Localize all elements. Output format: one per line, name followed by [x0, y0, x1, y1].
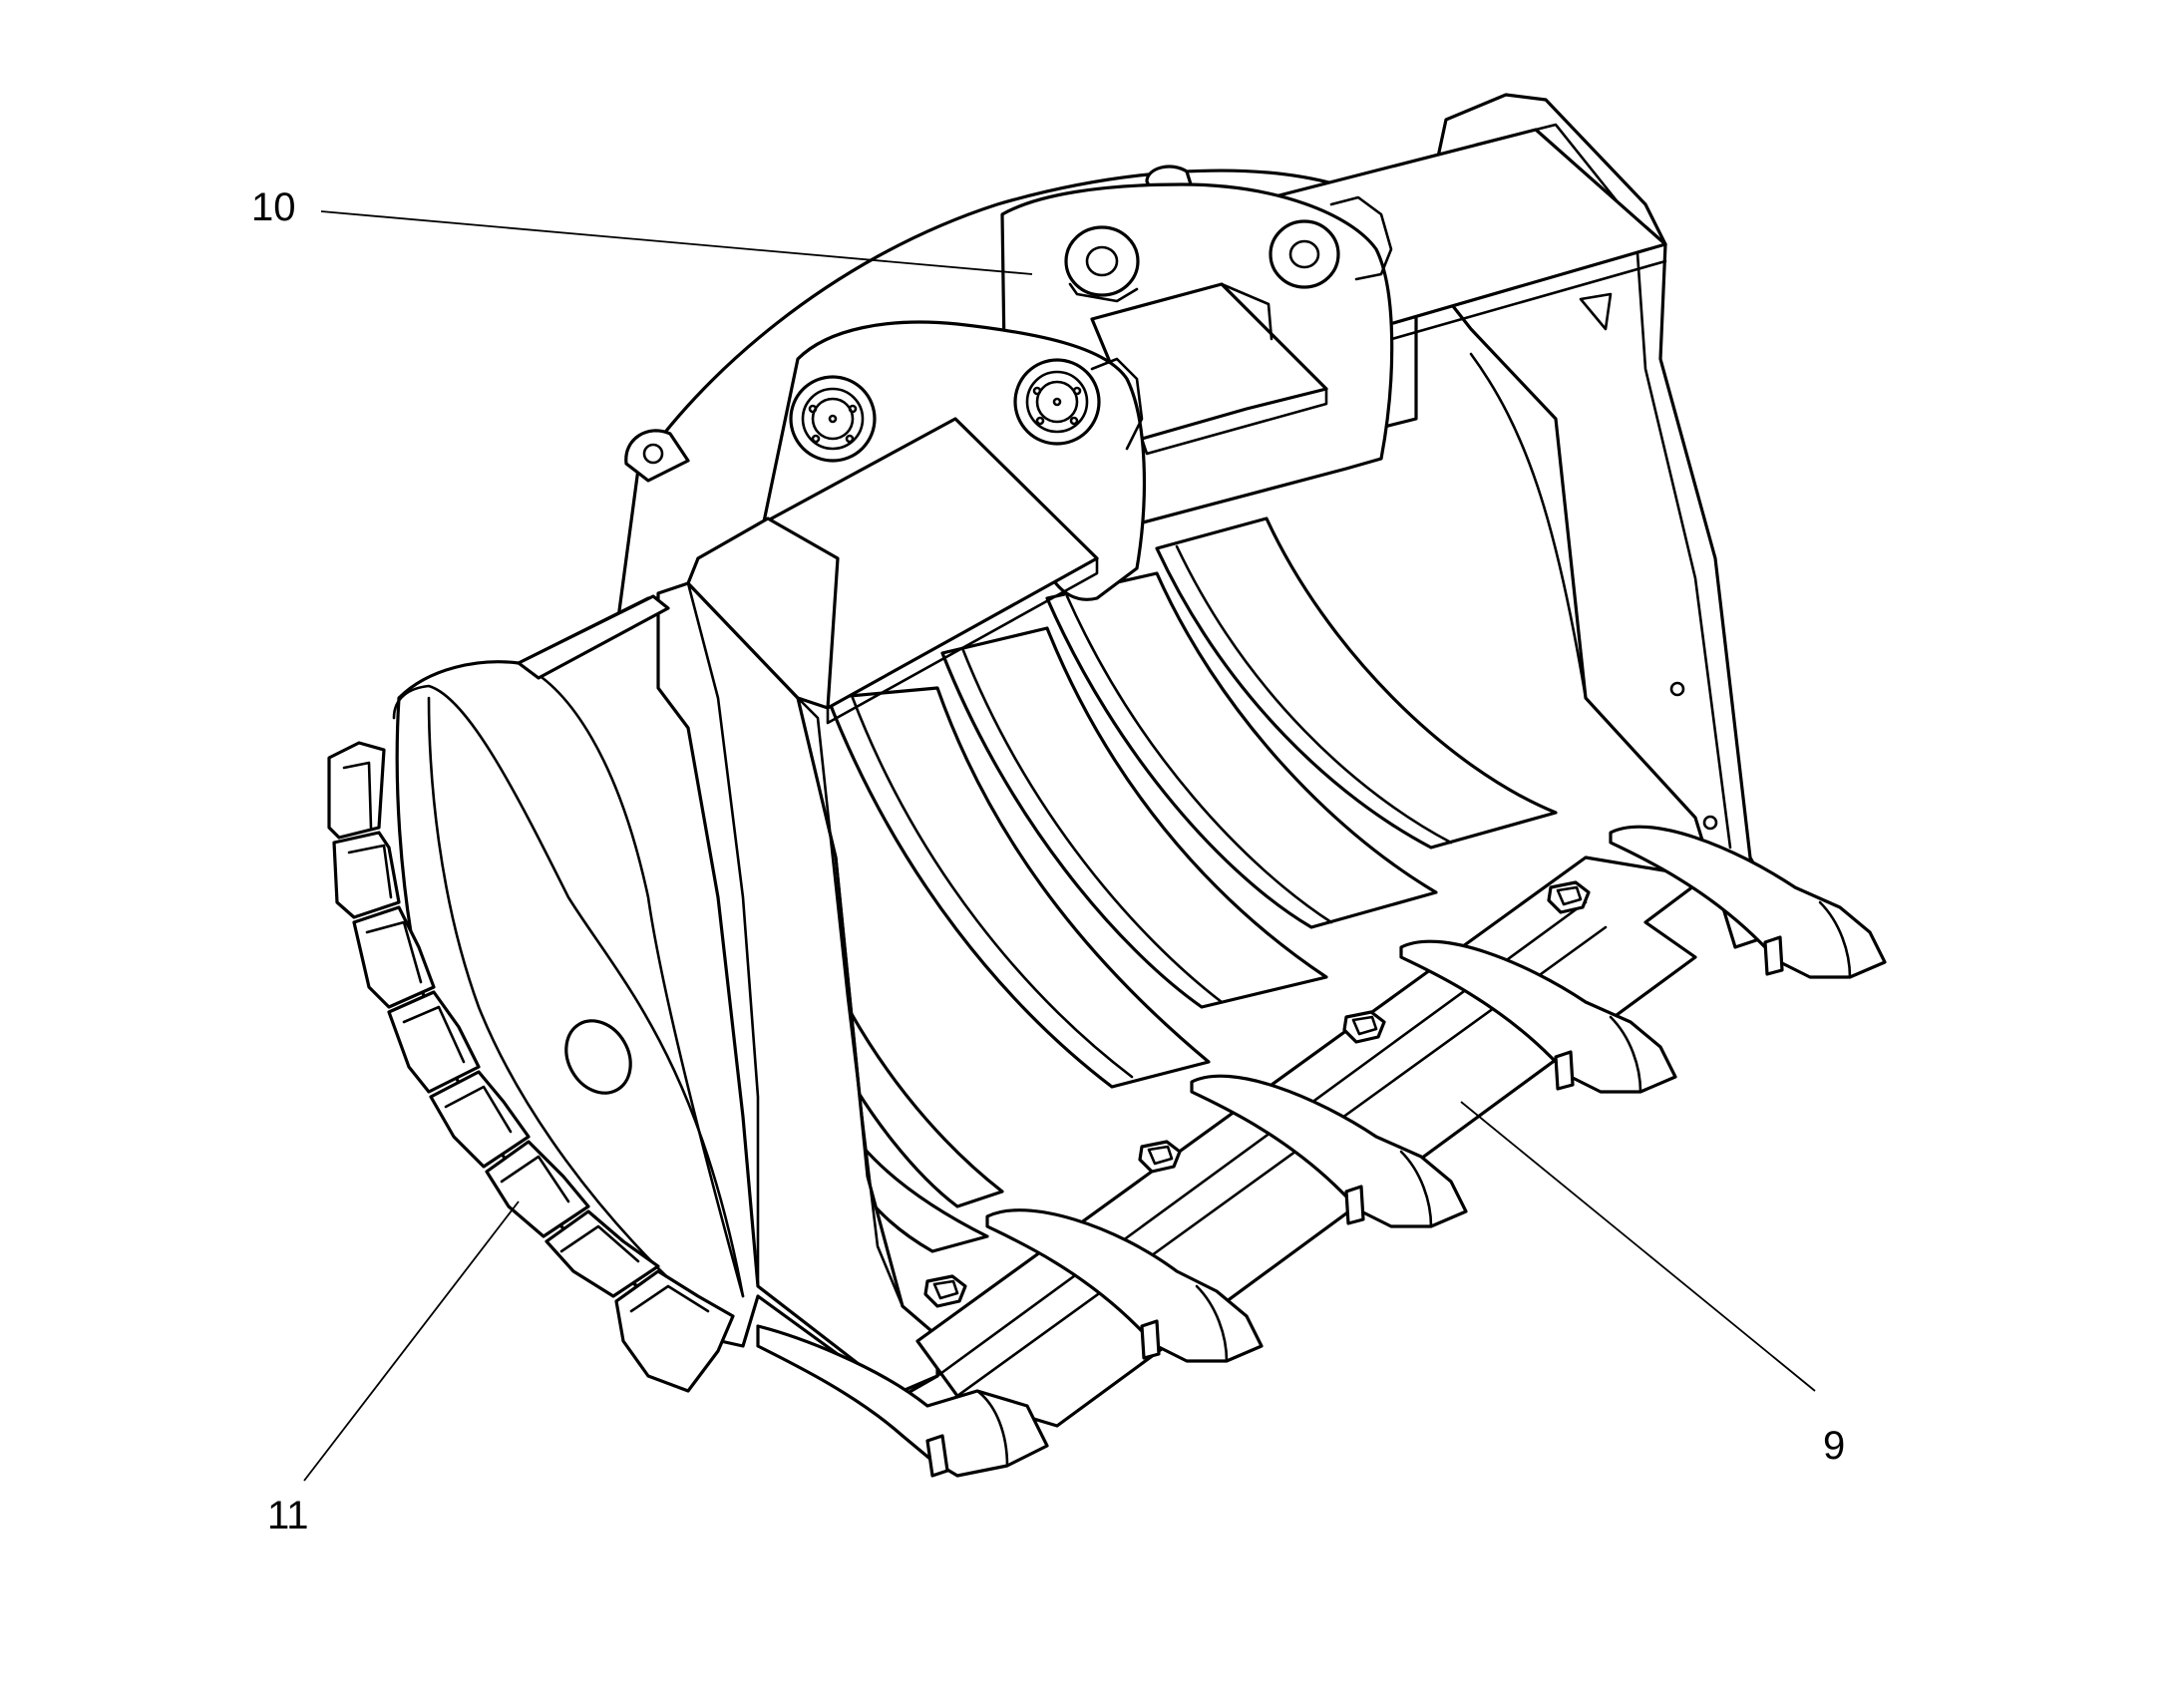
rib-3	[1045, 571, 1438, 929]
rear-lug-left	[624, 429, 690, 483]
leader-line-11	[303, 1200, 520, 1482]
rib-1	[826, 686, 1211, 1089]
bucket-teeth	[756, 825, 1887, 1478]
rear-pin-boss-left	[1064, 225, 1140, 297]
callout-label-9: 9	[1823, 1424, 1846, 1468]
callout-label-11: 11	[267, 1494, 309, 1537]
left-top-flange	[517, 594, 670, 680]
callout-label-10: 10	[251, 185, 296, 229]
rib-4	[1155, 516, 1558, 850]
left-side-hole	[564, 1019, 632, 1095]
leader-line-10	[320, 210, 1033, 275]
lip-bolt-loops	[923, 880, 1591, 1308]
bottom-wear-plates	[327, 741, 735, 1393]
rib-2	[940, 626, 1328, 1009]
rear-pin-boss-right	[1269, 219, 1340, 289]
leader-line-9	[1460, 1101, 1816, 1392]
